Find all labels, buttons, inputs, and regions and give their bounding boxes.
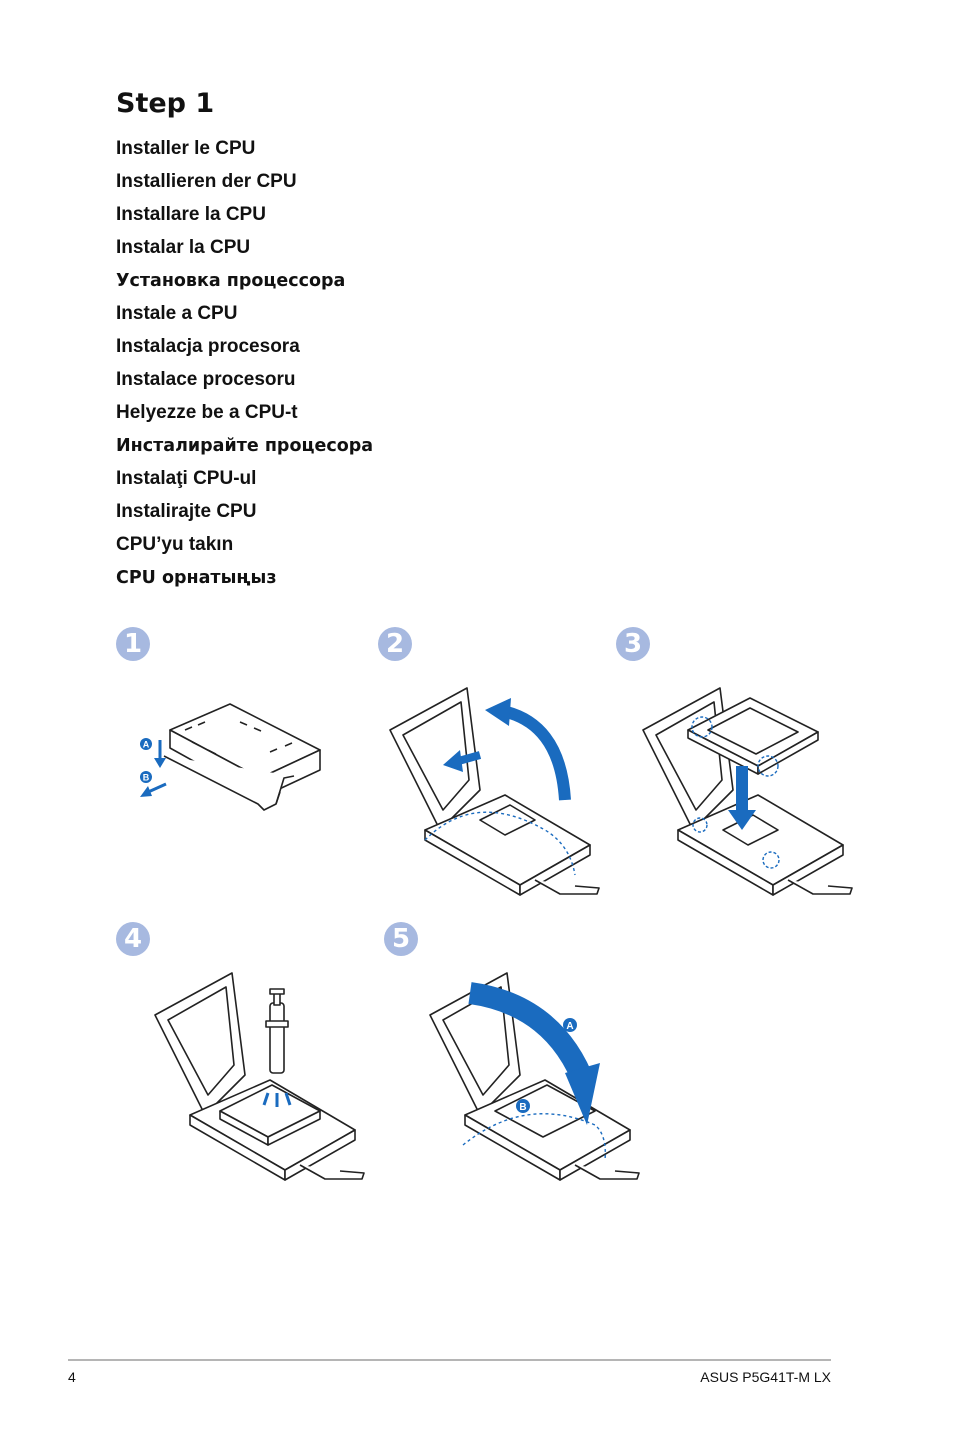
step-4-badge: 4 bbox=[116, 922, 150, 956]
list-item: Instalirajte CPU bbox=[116, 501, 257, 522]
step-1-illustration: A B bbox=[140, 703, 321, 811]
step-4-illustration bbox=[154, 972, 365, 1181]
list-item: Helyezze be a CPU-t bbox=[116, 402, 298, 423]
list-item: Instalaţi CPU-ul bbox=[116, 468, 257, 489]
list-item: Installieren der CPU bbox=[116, 171, 297, 192]
list-item: Instalar la CPU bbox=[116, 237, 251, 258]
callout-a bbox=[140, 738, 152, 750]
list-item: Installare la CPU bbox=[116, 204, 266, 225]
callout-b-label: B bbox=[143, 773, 150, 783]
step-5-illustration: A B bbox=[429, 972, 640, 1181]
callout-a-label: A bbox=[143, 740, 150, 750]
footer-divider bbox=[68, 1359, 831, 1361]
product-name: ASUS P5G41T-M LX bbox=[700, 1369, 831, 1385]
step-2-illustration bbox=[389, 687, 600, 896]
callout-a bbox=[563, 1018, 577, 1032]
list-item: Инсталирайте процесора bbox=[116, 436, 374, 456]
step-3-badge: 3 bbox=[616, 627, 650, 661]
step-2-badge: 2 bbox=[378, 627, 412, 661]
list-item: Instalacja procesora bbox=[116, 336, 300, 357]
callout-a-label: A bbox=[566, 1021, 573, 1032]
step-3-illustration bbox=[642, 687, 853, 896]
page-title: Step 1 bbox=[116, 88, 215, 119]
callout-b-label: B bbox=[519, 1102, 526, 1113]
page-number: 4 bbox=[68, 1369, 76, 1385]
step-5-badge: 5 bbox=[384, 922, 418, 956]
callout-b bbox=[516, 1099, 530, 1113]
list-item: CPU орнатыңыз bbox=[116, 568, 277, 588]
callout-b bbox=[140, 771, 152, 783]
list-item: Instale a CPU bbox=[116, 303, 238, 324]
language-list: Installer le CPU Installieren der CPU In… bbox=[116, 138, 373, 600]
step-1-badge: 1 bbox=[116, 627, 150, 661]
list-item: Instalace procesoru bbox=[116, 369, 296, 390]
list-item: Установка процессора bbox=[116, 271, 346, 291]
list-item: Installer le CPU bbox=[116, 138, 256, 159]
list-item: CPU’yu takın bbox=[116, 534, 234, 555]
